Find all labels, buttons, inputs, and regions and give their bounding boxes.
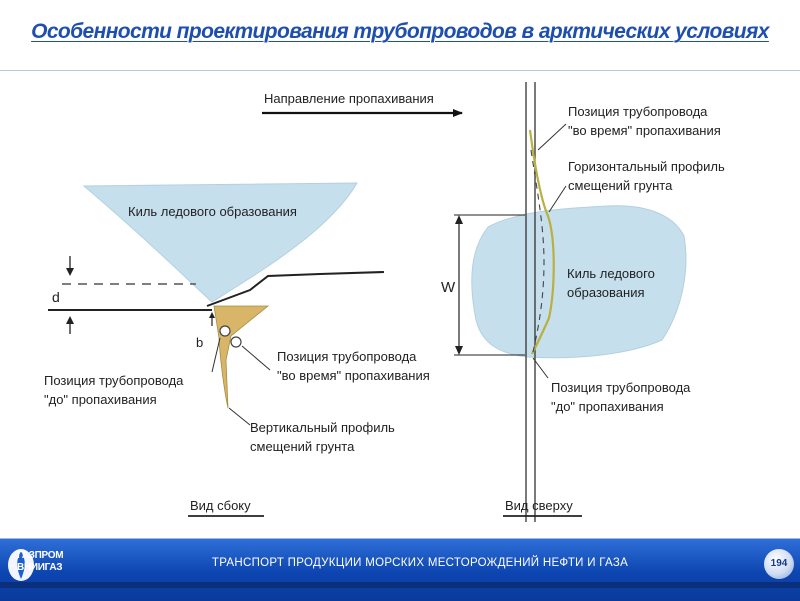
depth-dimension [66,256,74,334]
top-pipe-during-label-2: "во время" пропахивания [568,123,721,138]
top-view: W Позиция трубопровода "во время" пропах… [441,82,725,522]
side-pipe-during-label-1: Позиция трубопровода [277,349,417,364]
side-profile-label-2: смещений грунта [250,439,355,454]
top-profile-label-1: Горизонтальный профиль [568,159,725,174]
top-leader-during [537,123,567,151]
top-view-caption: Вид сверху [505,498,573,513]
side-view: d b Киль ледового образования Позиция тр… [44,182,430,517]
logo-wordmark: ГАЗПРОМ ВНИИГАЗ [17,550,64,574]
side-keel-label: Киль ледового образования [128,204,297,219]
width-w-label: W [441,279,456,296]
top-pipe-before-label-1: Позиция трубопровода [551,380,691,395]
top-pipe-before-label-2: "до" пропахивания [551,399,664,414]
top-profile-label-2: смещений грунта [568,178,673,193]
top-ice-keel [471,205,687,359]
ice-gouging-diagram: Направление пропахивания d b [44,82,725,522]
side-pipe-before-label-2: "до" пропахивания [44,392,157,407]
logo-line-1: ГАЗПРОМ [17,550,64,561]
top-keel-label-2: образования [567,285,645,300]
pipe-during-circle [230,336,242,348]
side-profile-label-1: Вертикальный профиль [250,420,395,435]
depth-d-label: d [52,289,60,305]
leader-during [241,345,271,371]
logo-line-2: ВНИИГАЗ [17,562,63,573]
page-number-badge: 194 [764,549,794,579]
side-ice-keel [82,182,358,303]
pipe-before-circle [219,325,231,337]
side-pipe-during-label-2: "во время" пропахивания [277,368,430,383]
top-pipe-during-label-1: Позиция трубопровода [568,104,708,119]
side-pipe-before-label-1: Позиция трубопровода [44,373,184,388]
top-leader-before [532,357,549,379]
slide-title: Особенности проектирования трубопроводов… [31,20,769,43]
keel-width-dimension [454,214,525,356]
seabed-berm-line [206,271,385,307]
soil-vertical-profile-shape [213,305,270,409]
top-keel-label-1: Киль ледового [567,266,655,281]
leader-profile [228,407,251,426]
direction-label: Направление пропахивания [264,91,434,106]
side-view-caption: Вид сбоку [190,498,251,513]
top-horizontal-profile [528,129,555,355]
top-pipe-displaced-dashed [530,149,545,353]
footer-bar [0,538,800,601]
title-divider [0,70,800,71]
footer-caption: ТРАНСПОРТ ПРОДУКЦИИ МОРСКИХ МЕСТОРОЖДЕНИ… [211,557,629,569]
pipe-offset-dimension [209,312,215,326]
offset-b-label: b [196,335,203,350]
gazprom-logo-icon [8,549,34,581]
leader-before [211,337,221,373]
top-leader-profile [548,185,567,213]
footer-band [0,582,800,588]
